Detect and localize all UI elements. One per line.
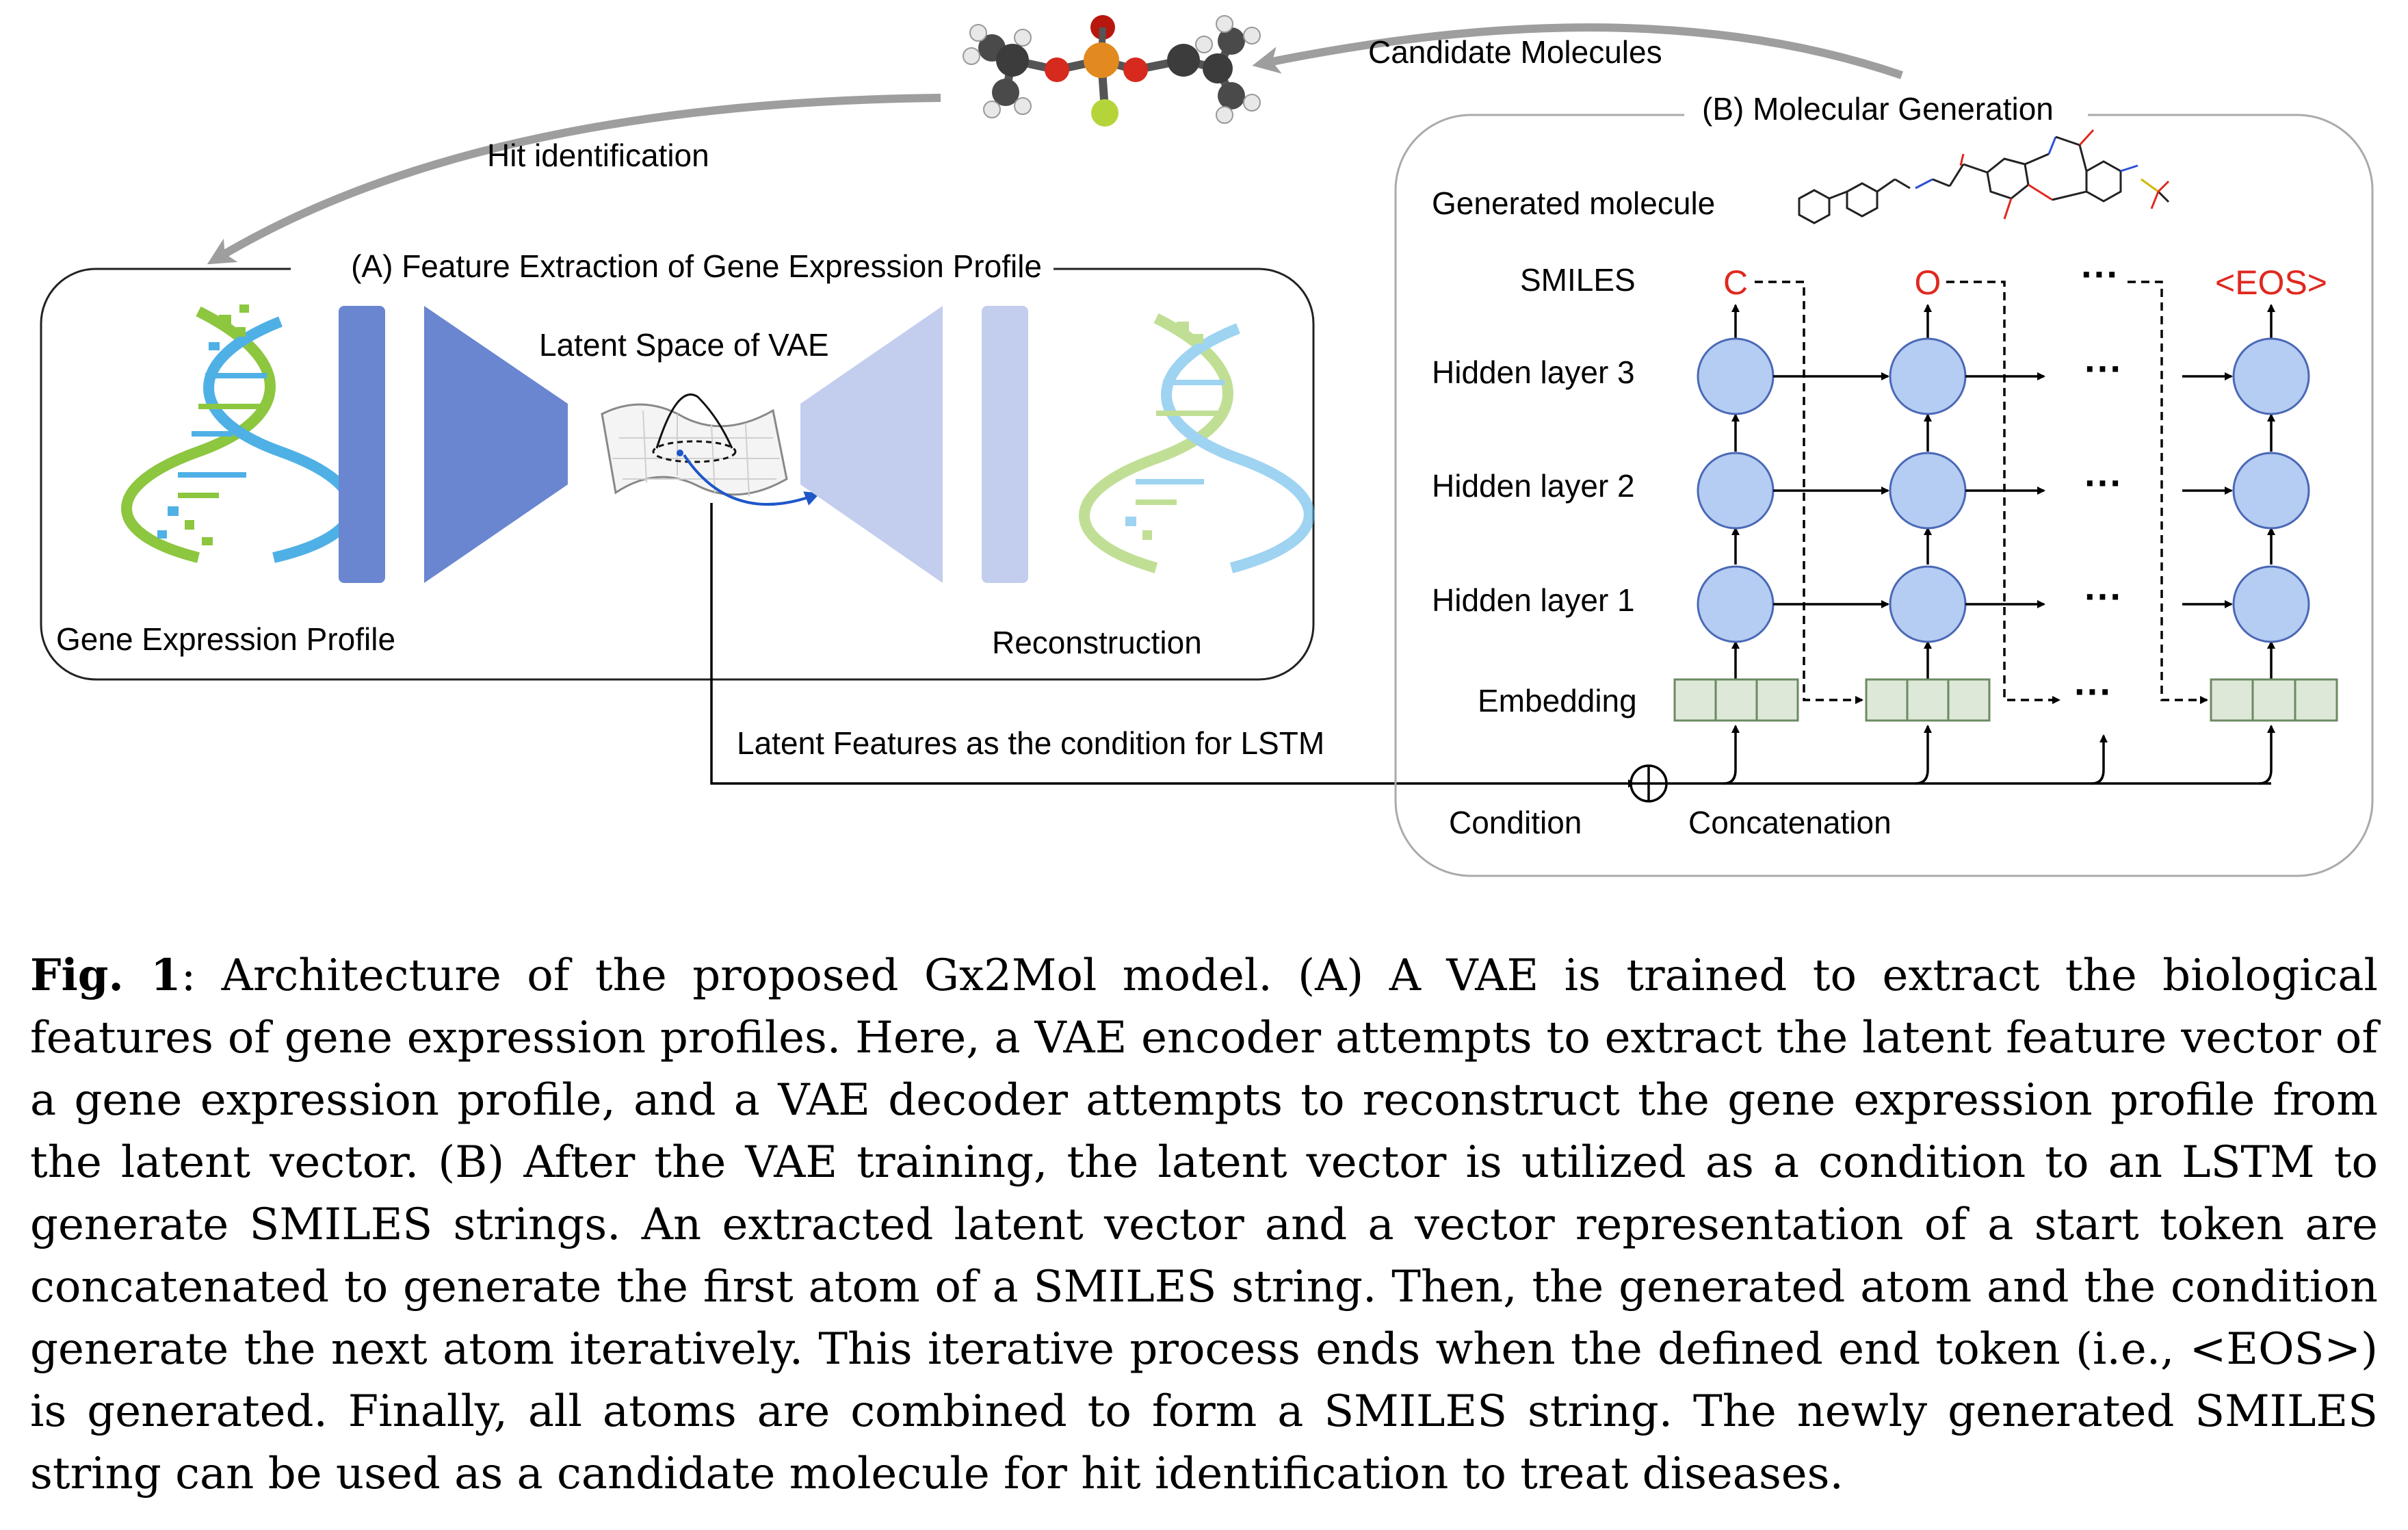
concatenation-label: Concatenation (1688, 805, 1892, 840)
generated-molecule-structure (1798, 129, 2170, 224)
encoder-trapezoid (424, 306, 568, 583)
panel-a: (A) Feature Extraction of Gene Expressio… (40, 246, 1315, 681)
condition-bus (1630, 725, 2275, 803)
lstm-column-2 (1865, 304, 1991, 722)
caption-label: Fig. 1 (30, 950, 181, 1001)
generated-molecule-label: Generated molecule (1432, 185, 1715, 221)
hidden-layer-2-label: Hidden layer 2 (1432, 468, 1635, 504)
candidate-molecules-arrow (1252, 23, 1903, 79)
token-ellipsis: ··· (2081, 252, 2119, 296)
panel-b-title: (B) Molecular Generation (1702, 91, 2054, 127)
token-eos: <EOS> (2215, 263, 2327, 302)
latent-feature-connector (710, 503, 1636, 788)
architecture-figure: Candidate Molecules Hit identification (… (40, 15, 2374, 877)
condition-label: Condition (1449, 805, 1582, 840)
caption-text: : Architecture of the proposed Gx2Mol mo… (30, 950, 2379, 1499)
lstm-column-1 (1673, 304, 1799, 722)
candidate-molecule-3d (963, 15, 1261, 127)
dna-right-icon (1079, 313, 1315, 573)
embedding-row-label: Embedding (1478, 683, 1637, 718)
hit-identification-label: Hit identification (487, 138, 709, 173)
token-c: C (1723, 263, 1748, 302)
candidate-molecules-label: Candidate Molecules (1368, 34, 1662, 70)
reconstruction-label: Reconstruction (992, 625, 1202, 660)
panel-b: (B) Molecular Generation Generated molec… (1394, 91, 2374, 877)
lstm-column-final (2210, 304, 2338, 722)
hidden-1-ellipsis: ··· (2084, 575, 2123, 618)
latent-space-surface (601, 393, 820, 506)
hidden-2-ellipsis: ··· (2084, 461, 2123, 504)
embedding-ellipsis: ··· (2074, 670, 2112, 713)
encoder-bar (339, 306, 385, 583)
hit-identification-arrow (207, 94, 941, 265)
dna-left-icon (121, 304, 357, 563)
hidden-3-ellipsis: ··· (2084, 347, 2123, 390)
hidden-layer-1-label: Hidden layer 1 (1432, 582, 1635, 618)
smiles-row-label: SMILES (1520, 262, 1636, 298)
figure-caption: Fig. 1: Architecture of the proposed Gx2… (30, 944, 2378, 1505)
hidden-layer-3-label: Hidden layer 3 (1432, 354, 1635, 390)
token-feedback-dashed (1755, 281, 2208, 704)
latent-space-label: Latent Space of VAE (539, 327, 829, 363)
decoder-trapezoid (800, 306, 943, 583)
decoder-bar (982, 306, 1028, 583)
gene-expression-profile-label: Gene Expression Profile (56, 621, 395, 657)
token-o: O (1915, 263, 1941, 302)
panel-a-title: (A) Feature Extraction of Gene Expressio… (351, 248, 1042, 284)
latent-features-label: Latent Features as the condition for LST… (737, 725, 1324, 761)
